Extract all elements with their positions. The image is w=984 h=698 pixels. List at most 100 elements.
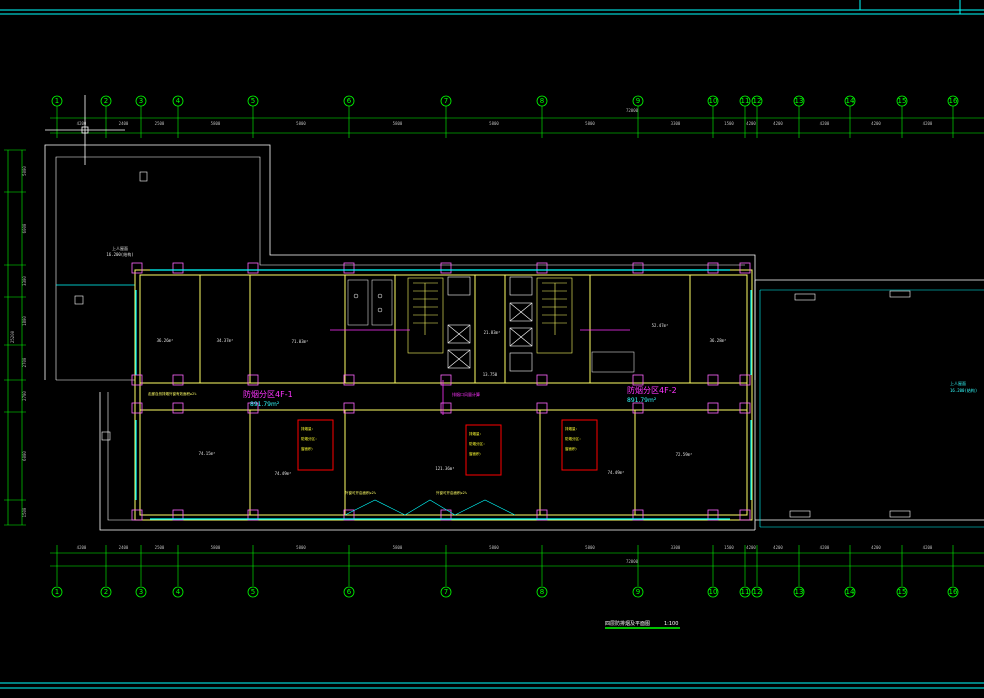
axis-bubble-14 bbox=[844, 95, 856, 107]
zone-2-area: 891.79m² bbox=[627, 397, 657, 404]
left-spacing-dimension: 2700 bbox=[22, 391, 27, 401]
left-spacing-dimension: 1500 bbox=[22, 507, 27, 517]
axis-label-7: 7 bbox=[444, 97, 448, 105]
axis-label-6: 6 bbox=[347, 588, 352, 596]
svg-text:窗面积:: 窗面积: bbox=[469, 451, 482, 456]
roof-right-elevation: 16.200(结构) bbox=[950, 387, 977, 393]
drawing-scale: 1:100 bbox=[664, 621, 678, 627]
building-walls bbox=[134, 269, 753, 521]
axis-bubble-4 bbox=[172, 95, 184, 107]
axis-bubble-14 bbox=[844, 586, 856, 598]
axis-label-15: 15 bbox=[898, 588, 907, 596]
axis-bubble-12 bbox=[751, 95, 763, 107]
bottom-spacing-dimension: 5800 bbox=[296, 545, 306, 550]
axis-bubble-2 bbox=[100, 586, 112, 598]
axis-label-9: 9 bbox=[636, 97, 640, 105]
axis-label-11: 11 bbox=[741, 97, 750, 105]
axis-bubble-10 bbox=[707, 95, 719, 107]
column bbox=[440, 509, 452, 521]
stair-core-right bbox=[536, 277, 573, 354]
axis-label-12: 12 bbox=[753, 588, 762, 596]
bottom-spacing-dimension: 2400 bbox=[119, 545, 129, 550]
axis-bubble-7 bbox=[440, 586, 452, 598]
dimension-lines bbox=[7, 117, 984, 567]
column bbox=[247, 509, 259, 521]
column bbox=[172, 262, 184, 274]
axis-bubble-4 bbox=[172, 586, 184, 598]
office-5-area: 36.28m² bbox=[710, 338, 727, 343]
top-spacing-dimension: 5800 bbox=[211, 121, 221, 126]
bottom-spacing-dimension: 4200 bbox=[773, 545, 783, 550]
axis-bubble-3 bbox=[135, 586, 147, 598]
column bbox=[632, 402, 644, 414]
office-10-area: 72.59m² bbox=[676, 452, 693, 457]
svg-text:窗面积:: 窗面积: bbox=[565, 446, 578, 451]
axis-bubble-15 bbox=[896, 586, 908, 598]
left-dimension-ticks bbox=[4, 149, 26, 526]
axis-bubble-8 bbox=[536, 586, 548, 598]
top-spacing-dimension: 4200 bbox=[773, 121, 783, 126]
drawing-title: 四层防排烟及平面图 bbox=[605, 620, 650, 627]
axis-label-1: 1 bbox=[55, 97, 59, 105]
column bbox=[632, 509, 644, 521]
axis-bubble-12 bbox=[751, 586, 763, 598]
cad-crosshair-cursor[interactable] bbox=[45, 95, 125, 165]
bottom-spacing-dimension: 4200 bbox=[923, 545, 933, 550]
corridor-note: 走廊自然排烟外窗有效面积≥2% bbox=[148, 391, 197, 396]
top-spacing-dimension: 4200 bbox=[871, 121, 881, 126]
office-3-area: 71.03m² bbox=[292, 339, 309, 344]
column bbox=[536, 402, 548, 414]
axis-label-12: 12 bbox=[753, 97, 762, 105]
restroom-fixtures bbox=[347, 279, 635, 373]
windows bbox=[135, 269, 752, 520]
axis-lines bbox=[56, 106, 954, 586]
axis-label-9: 9 bbox=[636, 588, 640, 596]
svg-text:防烟分区:: 防烟分区: bbox=[565, 436, 581, 441]
axis-label-13: 13 bbox=[795, 588, 804, 596]
left-spacing-dimension: 1800 bbox=[22, 316, 27, 326]
bottom-spacing-dimension: 2500 bbox=[155, 545, 165, 550]
top-spacing-dimension: 5800 bbox=[393, 121, 403, 126]
window-note-2: 外窗可开启面积≥2% bbox=[436, 490, 468, 495]
column bbox=[440, 374, 452, 386]
floor-elevation: 13.750 bbox=[483, 372, 498, 377]
left-spacing-dimension: 6000 bbox=[22, 223, 27, 233]
roof-hatch bbox=[74, 171, 148, 441]
magenta-leaders bbox=[330, 329, 630, 415]
axis-bubble-8 bbox=[536, 95, 548, 107]
office-1-area: 36.26m² bbox=[157, 338, 174, 343]
column bbox=[739, 374, 751, 386]
zone-1-label: 防烟分区4F-1 bbox=[243, 389, 293, 399]
axis-label-16: 16 bbox=[949, 588, 958, 596]
column bbox=[343, 402, 355, 414]
top-spacing-dimension: 4200 bbox=[820, 121, 830, 126]
top-spacing-dimension: 5800 bbox=[585, 121, 595, 126]
bottom-spacing-dimension: 5800 bbox=[585, 545, 595, 550]
axis-bubble-11 bbox=[739, 95, 751, 107]
roof-right-name: 上人屋面 bbox=[950, 380, 966, 386]
axis-label-1: 1 bbox=[55, 588, 59, 596]
column bbox=[739, 509, 751, 521]
axis-bubbles-top: 1420022400325004580055800658007580085800… bbox=[51, 95, 959, 126]
right-roof-outline bbox=[754, 279, 984, 530]
axis-label-13: 13 bbox=[795, 97, 804, 105]
svg-text:窗面积:: 窗面积: bbox=[301, 446, 314, 451]
svg-text:排烟量:: 排烟量: bbox=[301, 426, 314, 431]
zone-info-box-text: 排烟量: 防烟分区: 窗面积: 排烟量: 防烟分区: 窗面积: 排烟量: 防烟分… bbox=[301, 426, 581, 456]
axis-bubble-16 bbox=[947, 586, 959, 598]
column bbox=[247, 374, 259, 386]
svg-text:排烟量:: 排烟量: bbox=[469, 431, 482, 436]
axis-label-5: 5 bbox=[251, 97, 255, 105]
zone-2-label: 防烟分区4F-2 bbox=[627, 385, 677, 395]
top-spacing-dimension: 2500 bbox=[155, 121, 165, 126]
bottom-spacing-dimension: 1500 bbox=[724, 545, 734, 550]
column bbox=[440, 402, 452, 414]
office-2-area: 34.37m² bbox=[217, 338, 234, 343]
axis-label-10: 10 bbox=[709, 588, 718, 596]
axis-label-4: 4 bbox=[176, 588, 181, 596]
column bbox=[707, 262, 719, 274]
column bbox=[131, 509, 143, 521]
bottom-total-dimension: 72000 bbox=[626, 559, 639, 564]
axis-label-10: 10 bbox=[709, 97, 718, 105]
